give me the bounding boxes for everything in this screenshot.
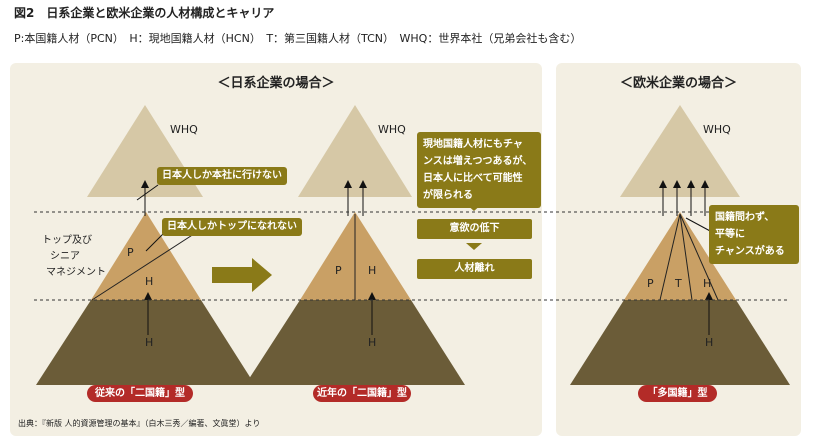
banner-talent-attrition: 人材離れ bbox=[417, 259, 532, 279]
top-management-line-2: シニア bbox=[50, 251, 80, 262]
legend-text: P:本国籍人材（PCN） H：現地国籍人材（HCN） T：第三国籍人材（TCN）… bbox=[14, 32, 582, 45]
h-base-label-2: H bbox=[368, 336, 377, 349]
panel-heading-western: ＜欧米企業の場合＞ bbox=[619, 76, 737, 91]
h-label-2: H bbox=[368, 264, 377, 277]
top-management-label: トップ及び シニア マネジメント bbox=[42, 233, 106, 281]
callout-local-chance-line-1: 現地国籍人材にもチャ bbox=[423, 139, 523, 150]
callout-west-chance-line-3: チャンスがある bbox=[715, 246, 785, 257]
base-band-2 bbox=[245, 300, 465, 385]
p-label-3: P bbox=[647, 277, 654, 290]
callout-only-japanese-hq: 日本人しか本社に行けない bbox=[157, 167, 287, 185]
banner-motivation-decline: 意欲の低下 bbox=[417, 219, 532, 239]
divider-line-1 bbox=[91, 231, 198, 301]
figure-title: 図2 日系企業と欧米企業の人材構成とキャリア bbox=[14, 6, 275, 20]
split-line-3b bbox=[679, 213, 693, 301]
base-band-1 bbox=[36, 300, 255, 385]
caption-traditional: 従来の「二国籍」型 bbox=[87, 385, 193, 402]
h-label-1: H bbox=[145, 275, 154, 288]
callout-only-japanese-top: 日本人しかトップになれない bbox=[162, 218, 302, 236]
pointer-line-1a bbox=[136, 184, 159, 201]
transition-arrow bbox=[212, 258, 272, 292]
t-label-3: T bbox=[675, 277, 682, 290]
source-note: 出典：『新版 人的資源管理の基本』（白木三秀／編著、文眞堂）より bbox=[18, 419, 261, 428]
h-base-label-3: H bbox=[705, 336, 714, 349]
whq-triangle-2 bbox=[298, 105, 412, 197]
callout-west-chance-line-1: 国籍問わず、 bbox=[715, 212, 775, 223]
p-label-1: P bbox=[127, 246, 134, 259]
base-band-3 bbox=[570, 300, 790, 385]
callout-west-chance: 国籍問わず、 平等に チャンスがある bbox=[709, 205, 799, 264]
split-line-3a bbox=[659, 213, 681, 301]
caption-multinational: 「多国籍」型 bbox=[638, 385, 717, 402]
caption-recent: 近年の「二国籍」型 bbox=[313, 385, 411, 402]
whq-label-2: WHQ bbox=[378, 123, 406, 136]
h-base-label-1: H bbox=[145, 336, 154, 349]
callout-local-chance: 現地国籍人材にもチャ ンスは増えつつあるが、 日本人に比べて可能性 が限られる bbox=[417, 132, 541, 208]
whq-label-3: WHQ bbox=[703, 123, 731, 136]
whq-triangle-3 bbox=[620, 105, 740, 197]
callout-west-chance-line-2: 平等に bbox=[715, 229, 745, 240]
pointer-line-1b bbox=[145, 233, 164, 252]
middle-band-1 bbox=[91, 212, 201, 300]
whq-label-1: WHQ bbox=[170, 123, 198, 136]
callout-local-chance-line-4: が限られる bbox=[423, 190, 473, 201]
split-line-3c bbox=[679, 213, 719, 301]
pointer-line-3 bbox=[685, 217, 713, 233]
h-label-3: H bbox=[703, 277, 712, 290]
top-management-line-3: マネジメント bbox=[46, 267, 106, 278]
top-management-line-1: トップ及び bbox=[42, 235, 92, 246]
callout-local-chance-line-2: ンスは増えつつあるが、 bbox=[423, 156, 533, 167]
down-triangle-2 bbox=[466, 243, 482, 250]
panel-heading-japanese: ＜日系企業の場合＞ bbox=[217, 76, 335, 91]
p-label-2: P bbox=[335, 264, 342, 277]
callout-local-chance-line-3: 日本人に比べて可能性 bbox=[423, 173, 523, 184]
